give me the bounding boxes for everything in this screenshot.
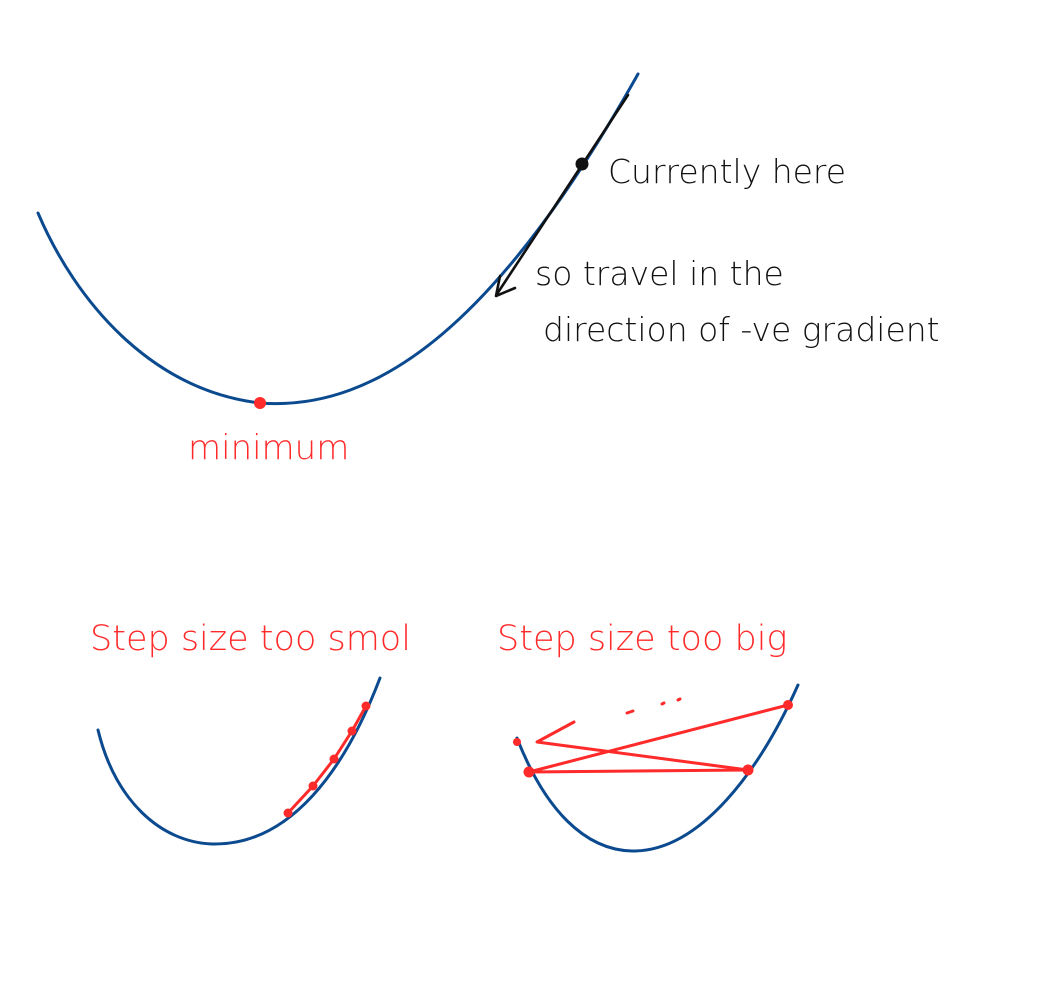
big-step-diagram: Step size too big	[497, 619, 800, 853]
small-step-path	[286, 704, 368, 815]
gradient-arrow-line	[495, 93, 630, 296]
big-step-point-4	[513, 738, 521, 746]
small-step-point-2	[347, 726, 357, 736]
small-step-diagram: Step size too smol	[90, 619, 411, 846]
small-step-point-4	[308, 781, 318, 791]
direction-label-line1: so travel in the	[535, 254, 784, 293]
small-step-curve	[96, 676, 382, 846]
gradient-arrowhead	[494, 274, 517, 298]
big-step-curve	[515, 683, 800, 853]
big-step-label: Step size too big	[497, 619, 787, 659]
minimum-label: minimum	[188, 428, 349, 468]
loss-curve	[36, 72, 640, 406]
big-step-point-2	[523, 766, 535, 778]
current-position-label: Currently here	[608, 152, 846, 191]
minimum-marker	[254, 397, 266, 409]
small-step-point-1	[361, 701, 371, 711]
big-step-point-1	[783, 700, 793, 710]
big-step-point-3	[742, 764, 754, 776]
small-step-point-5	[283, 808, 293, 818]
small-step-point-3	[329, 754, 339, 764]
big-step-continuation	[625, 697, 682, 715]
direction-label-line2: direction of -ve gradient	[543, 310, 940, 349]
current-point-marker	[575, 157, 589, 171]
small-step-label: Step size too smol	[90, 619, 411, 659]
big-step-path	[527, 703, 790, 774]
main-diagram: Currently here so travel in the directio…	[36, 72, 940, 468]
